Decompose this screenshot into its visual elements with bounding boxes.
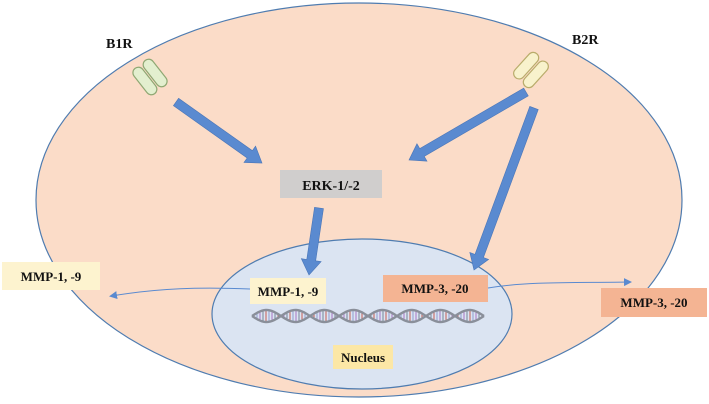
- b1r-label: B1R: [106, 37, 133, 52]
- mmp-1-9-nuclear-box: [250, 278, 326, 304]
- cell-body: [35, 2, 683, 398]
- nucleus-label-box: [333, 345, 393, 369]
- dna-helix-icon: [251, 308, 485, 324]
- arrow-b2r-to-erk: [408, 87, 529, 162]
- arrow-b1r-to-erk: [172, 97, 263, 164]
- mmp-3-20-nuclear-label: MMP-3, -20: [401, 281, 468, 296]
- mmp-3-20-nuclear-box: [383, 275, 488, 302]
- b2r-receptor-icon: [513, 51, 549, 89]
- b1r-receptor-icon: [132, 58, 168, 96]
- arrow-b2r-to-mmp-3-20: [469, 106, 539, 271]
- arrow-erk-to-mmp-1-9: [300, 206, 324, 276]
- b2r-label: B2R: [572, 33, 599, 48]
- secretion-arrow-left: [109, 287, 251, 299]
- erk-label: ERK-1/-2: [302, 179, 360, 194]
- erk-box: [280, 170, 382, 198]
- mmp-1-9-nuclear-label: MMP-1, -9: [258, 284, 319, 299]
- nucleus-label: Nucleus: [341, 350, 385, 365]
- mmp-3-20-secreted-label: MMP-3, -20: [620, 295, 687, 310]
- mmp-3-20-secreted-box: [601, 288, 707, 317]
- secretion-arrow-right: [487, 278, 632, 289]
- mmp-1-9-secreted-label: MMP-1, -9: [21, 269, 82, 284]
- signal-arrows: [172, 87, 539, 276]
- mmp-1-9-secreted-box: [2, 262, 100, 290]
